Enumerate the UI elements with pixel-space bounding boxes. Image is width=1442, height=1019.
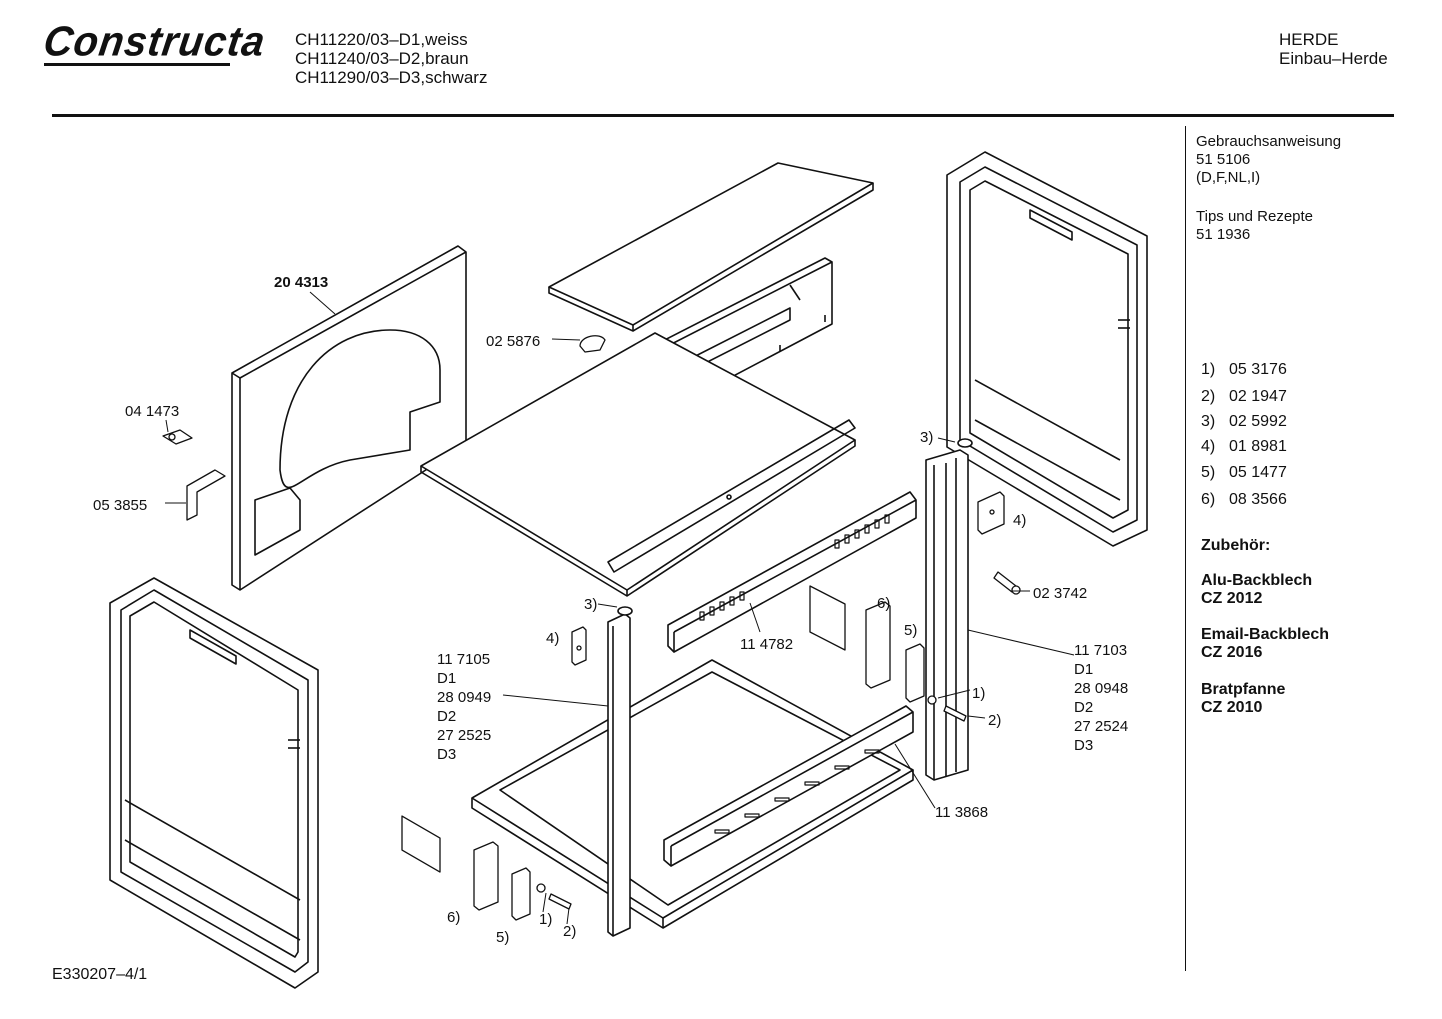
door-frame-right-part bbox=[946, 151, 1148, 547]
part-label: 1) bbox=[539, 911, 552, 928]
part-label: D3 bbox=[1074, 737, 1093, 754]
part-label: 2) bbox=[563, 923, 576, 940]
manual-number: 51 5106 bbox=[1196, 151, 1251, 168]
part-label: 05 3855 bbox=[93, 497, 147, 514]
manual-title: Gebrauchsanweisung bbox=[1196, 133, 1342, 150]
list-item: 3)02 5992 bbox=[1201, 413, 1287, 430]
part-label: D1 bbox=[437, 670, 456, 687]
list-item: 4)01 8981 bbox=[1201, 438, 1287, 455]
part-label: 3) bbox=[920, 429, 933, 446]
part-label: 27 2524 bbox=[1074, 718, 1128, 735]
part-label: 20 4313 bbox=[274, 274, 328, 291]
part-label: 02 5876 bbox=[486, 333, 540, 350]
side-panel-part bbox=[231, 245, 467, 591]
part-label: 11 7105 bbox=[437, 651, 490, 668]
list-item: 1)05 3176 bbox=[1201, 361, 1287, 378]
leader-lines bbox=[165, 291, 1075, 925]
part-label: 28 0949 bbox=[437, 689, 491, 706]
front-rail-part bbox=[663, 705, 914, 867]
part-label: 4) bbox=[1013, 512, 1026, 529]
floor-panel-part bbox=[420, 332, 856, 597]
list-item: 5)05 1477 bbox=[1201, 464, 1287, 481]
part-label: 04 1473 bbox=[125, 403, 179, 420]
tips-block: Tips und Rezepte 51 1936 bbox=[1196, 208, 1313, 244]
part-label: D2 bbox=[1074, 699, 1093, 716]
model-line: CH11240/03–D2,braun bbox=[295, 49, 469, 68]
part-label: 1) bbox=[972, 685, 985, 702]
corner-post-right-part bbox=[925, 438, 973, 781]
corner-post-left-part bbox=[607, 606, 633, 937]
model-list: CH11220/03–D1,weiss CH11240/03–D2,braun … bbox=[295, 30, 487, 87]
list-item: 6)08 3566 bbox=[1201, 491, 1287, 508]
part-label: 2) bbox=[988, 712, 1001, 729]
top-cover-part bbox=[548, 162, 874, 332]
part-label: 5) bbox=[904, 622, 917, 639]
part-labels: 20 4313 04 1473 05 3855 02 5876 02 3742 … bbox=[93, 274, 1128, 946]
part-label: 6) bbox=[877, 595, 890, 612]
door-frame-left-part bbox=[109, 577, 319, 989]
exploded-diagram: 20 4313 04 1473 05 3855 02 5876 02 3742 … bbox=[93, 151, 1148, 989]
manual-block: Gebrauchsanweisung 51 5106 (D,F,NL,I) bbox=[1196, 133, 1341, 187]
logo-underline bbox=[44, 63, 230, 66]
tips-number: 51 1936 bbox=[1196, 226, 1251, 243]
part-label: 27 2525 bbox=[437, 727, 491, 744]
manual-langs: (D,F,NL,I) bbox=[1196, 169, 1261, 186]
model-line: CH11220/03–D1,weiss bbox=[295, 30, 468, 49]
small-parts bbox=[162, 335, 1021, 921]
part-label: 4) bbox=[546, 630, 559, 647]
list-item: 2)02 1947 bbox=[1201, 388, 1287, 405]
drawing-id: E330207–4/1 bbox=[52, 966, 148, 983]
part-label: D1 bbox=[1074, 661, 1093, 678]
part-label: D2 bbox=[437, 708, 456, 725]
category-line: HERDE bbox=[1279, 30, 1339, 49]
part-label: 28 0948 bbox=[1074, 680, 1128, 697]
part-label: 3) bbox=[584, 596, 597, 613]
accessories-title: Zubehör: bbox=[1201, 537, 1271, 554]
part-label: 02 3742 bbox=[1033, 585, 1087, 602]
model-line: CH11290/03–D3,schwarz bbox=[295, 68, 488, 87]
tips-title: Tips und Rezepte bbox=[1196, 208, 1314, 225]
part-label: D3 bbox=[437, 746, 456, 763]
side-rail-part bbox=[667, 491, 917, 653]
part-label: 11 4782 bbox=[740, 636, 793, 653]
category-line: Einbau–Herde bbox=[1279, 49, 1388, 68]
part-label: 5) bbox=[496, 929, 509, 946]
part-label: 6) bbox=[447, 909, 460, 926]
part-label: 11 3868 bbox=[935, 804, 988, 821]
category: HERDE Einbau–Herde bbox=[1279, 30, 1388, 68]
sidebar-divider bbox=[1185, 126, 1186, 971]
header-divider bbox=[52, 114, 1394, 117]
part-label: 11 7103 bbox=[1074, 642, 1127, 659]
